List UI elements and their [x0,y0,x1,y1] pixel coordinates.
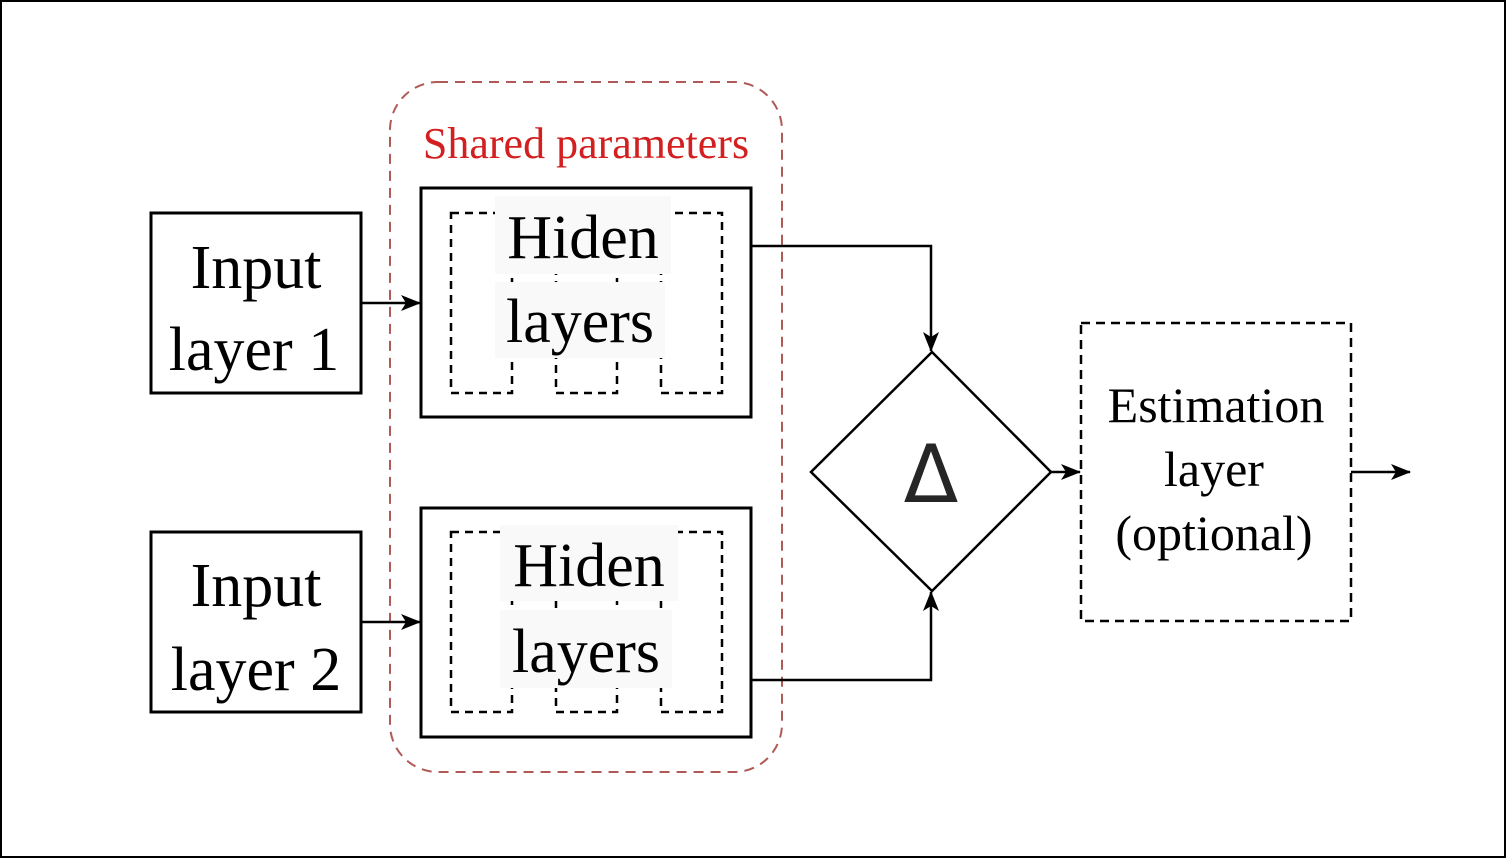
hidden-layers-2: Hiden layers [419,506,753,739]
shared-parameters-label: Shared parameters [423,119,749,168]
input-layer-2-label-line2: layer 2 [171,636,341,704]
shared-parameters-border [389,81,783,773]
edges [361,244,1411,682]
label-background [495,196,671,274]
edge-hidden1-to-delta [751,244,939,352]
estimation-layer-label-line2: layer [1164,441,1264,497]
neuron-layer-dashed [449,211,514,395]
delta-symbol: Δ [904,428,959,521]
input-layer-1-label-line1: Input [191,234,322,302]
shared-parameters-group: Shared parameters [389,81,783,773]
input-layer-2: Input layer 2 [149,530,363,714]
input-layer-2-box [149,530,363,714]
hidden-layers-2-label-line2: layers [512,618,660,686]
estimation-layer-box [1079,321,1353,623]
hidden-layers-1-label-line1: Hiden [507,204,659,272]
estimation-layer: Estimation layer (optional) [1079,321,1353,623]
estimation-layer-label-line1: Estimation [1108,377,1325,433]
neuron-layer-dashed [449,530,514,714]
input-layer-1: Input layer 1 [149,211,363,395]
edge-hidden2-to-delta [751,591,939,682]
label-background [495,282,665,358]
difference-node: Δ [809,350,1053,593]
label-background [500,525,678,601]
estimation-layer-label-line3: (optional) [1115,505,1312,561]
label-background [500,610,672,688]
hidden-layers-2-label-line1: Hiden [513,532,665,600]
hidden-layers-1: Hiden layers [419,186,753,419]
input-layer-1-box [149,211,363,395]
input-layer-2-label-line1: Input [191,552,322,620]
input-layer-1-label-line2: layer 1 [169,316,339,384]
hidden-layers-1-label-line2: layers [506,288,654,356]
